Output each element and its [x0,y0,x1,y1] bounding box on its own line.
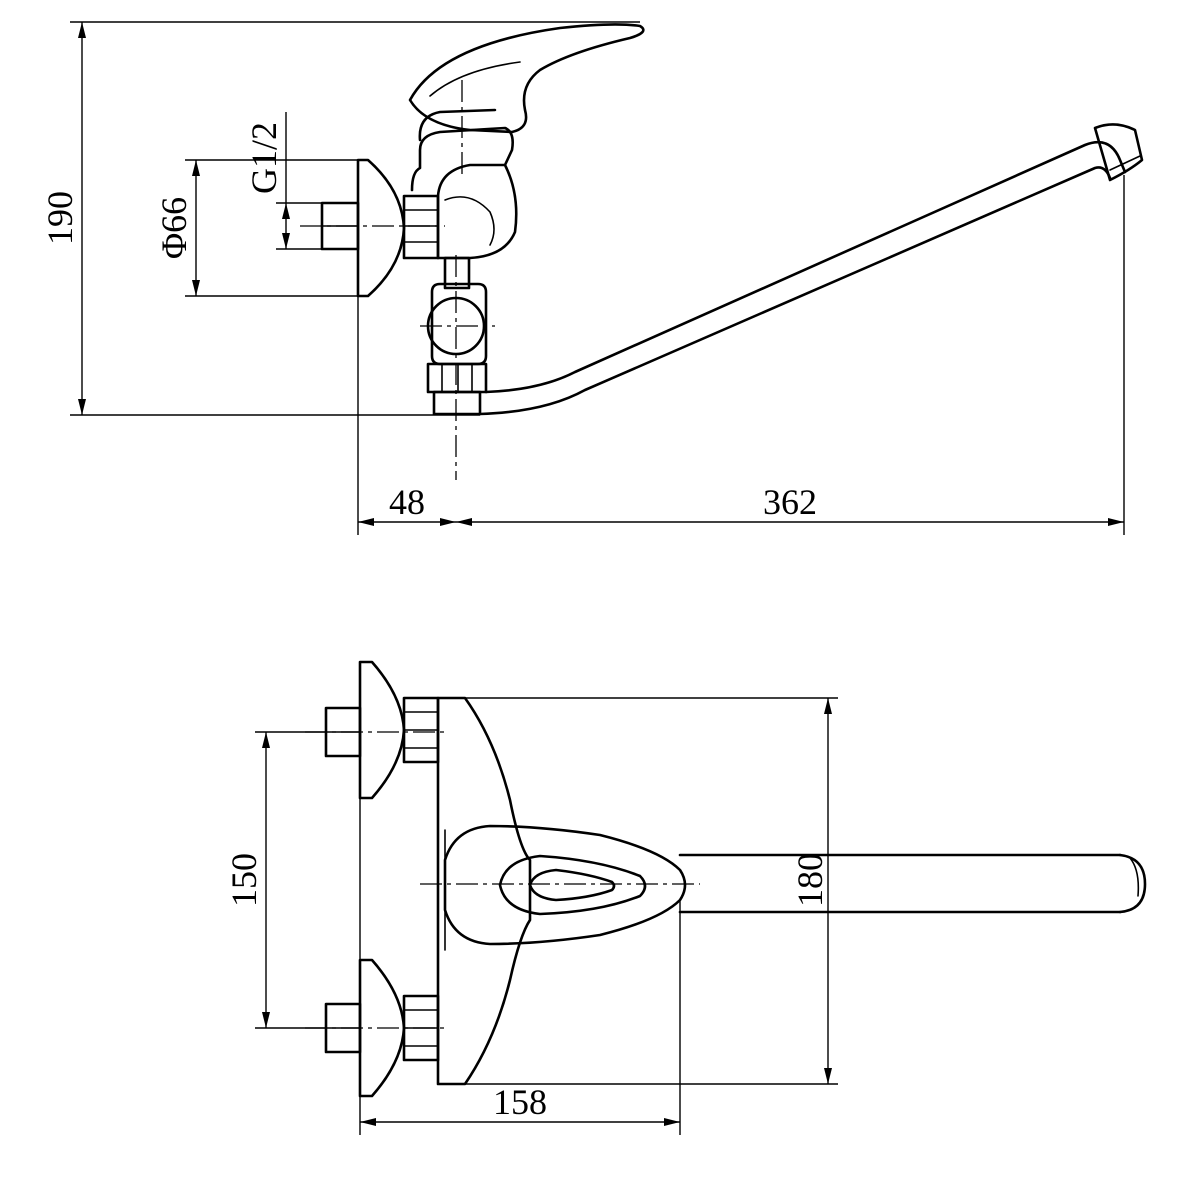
label-center-distance: 150 [224,853,264,907]
dimension-thread-size [276,112,322,250]
lever-handle-side [408,23,645,134]
wall-flange-side [320,158,406,298]
upper-eccentric-top [324,660,440,800]
top-view: 150 180 158 [224,660,1147,1135]
label-thread-size: G1/2 [244,122,284,194]
dimension-plan-reach [359,798,681,1135]
spout-connector-side [426,256,488,416]
hex-nut-side [402,194,440,260]
label-flange-diameter: Φ66 [154,197,194,259]
label-spout-reach: 362 [763,482,817,522]
mixer-body-top [436,696,532,1086]
swivel-spout-top [678,853,1147,914]
mixer-body-side [410,108,518,260]
side-view: 190 Φ66 G1/2 48 3 [40,21,1144,535]
lever-handle-top [443,824,687,946]
dimension-center-distance [255,731,326,1029]
label-height-total: 190 [40,191,80,245]
dimension-height-total [70,21,640,416]
swivel-spout-side [478,123,1144,416]
label-wall-offset: 48 [389,482,425,522]
dimension-mixer-depth [465,697,838,1085]
dimension-horizontal-side [357,175,1125,535]
label-plan-reach: 158 [493,1082,547,1122]
label-mixer-depth: 180 [790,853,830,907]
dimension-flange-diameter [185,159,368,297]
